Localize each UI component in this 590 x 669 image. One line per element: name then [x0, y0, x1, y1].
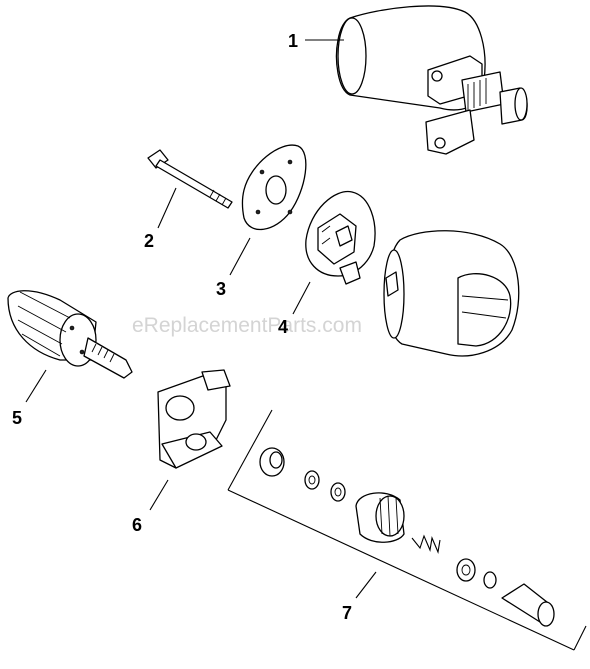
callout-4[interactable]: 4	[278, 317, 288, 337]
callout-2[interactable]: 2	[144, 231, 154, 251]
part-2-through-bolt[interactable]	[147, 149, 233, 209]
part-5-armature[interactable]	[7, 290, 133, 379]
drive-kit-spring	[411, 534, 441, 554]
drive-kit-stop-collar	[501, 583, 555, 627]
leader-line-4	[292, 281, 311, 315]
leader-line-3	[229, 237, 251, 276]
leader-line-7	[355, 571, 377, 599]
callout-5[interactable]: 5	[12, 408, 22, 428]
drive-kit-retainer	[483, 571, 497, 589]
callout-7[interactable]: 7	[342, 603, 352, 623]
drive-kit-washer-b	[330, 482, 346, 502]
drive-kit-pinion-gear	[355, 492, 405, 543]
callout-3[interactable]: 3	[216, 279, 226, 299]
part-7-drive-kit[interactable]	[227, 409, 587, 651]
callout-1[interactable]: 1	[288, 31, 298, 51]
leader-line-6	[149, 479, 169, 511]
drive-kit-washer-a	[304, 470, 320, 490]
part-1-starter-motor[interactable]	[335, 5, 528, 155]
leader-line-5	[25, 369, 47, 403]
drive-kit-washer-c	[456, 558, 476, 582]
motor-housing	[383, 230, 520, 357]
leader-line-2	[157, 187, 177, 229]
part-3-end-plate[interactable]	[241, 144, 307, 231]
watermark-text: eReplacementParts.com	[132, 314, 362, 337]
drive-kit-collar	[259, 447, 285, 477]
part-4-brush-holder[interactable]	[305, 190, 376, 285]
callout-6[interactable]: 6	[132, 515, 142, 535]
part-6-drive-bracket[interactable]	[157, 369, 231, 469]
